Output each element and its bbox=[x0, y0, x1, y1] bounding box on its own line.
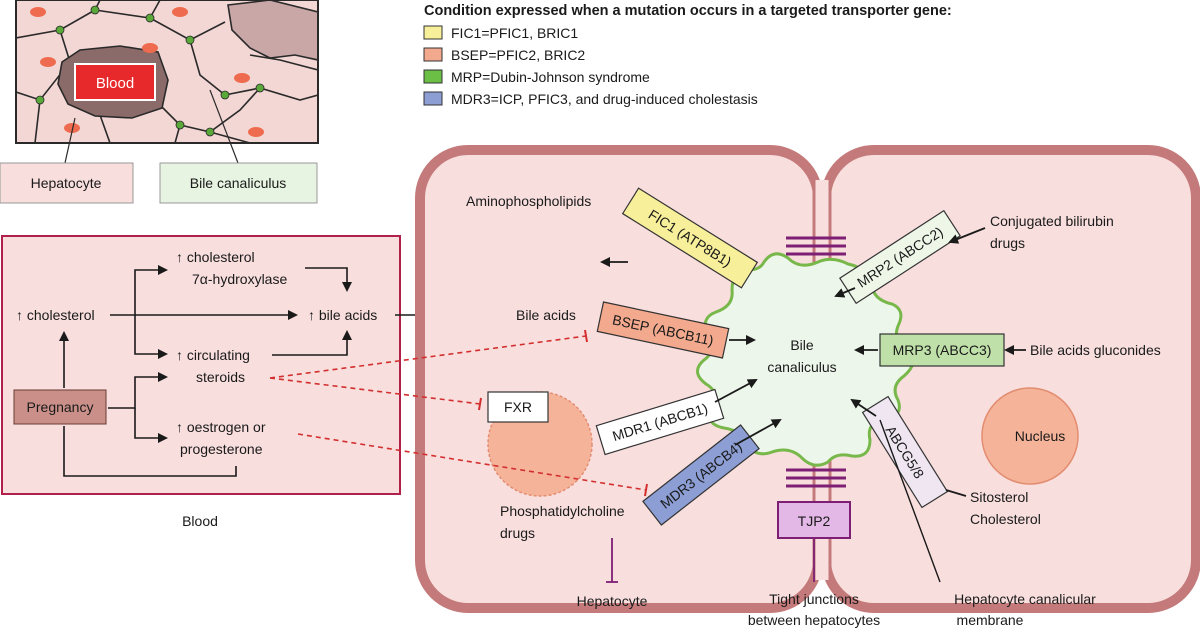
pathway-arrows bbox=[59, 265, 507, 477]
tight-junctions-label-line1: Tight junctions bbox=[769, 591, 859, 607]
legend-swatch-mdr3 bbox=[423, 91, 443, 106]
hydroxylase-node-line1: ↑ cholesterol bbox=[176, 249, 255, 265]
inhibition-lines bbox=[269, 335, 647, 491]
legend-item-mdr3: MDR3=ICP, PFIC3, and drug-induced choles… bbox=[451, 91, 758, 107]
tjp2-box bbox=[777, 501, 851, 539]
mrp3-transporter: MRP3 (ABCC3) bbox=[879, 333, 1005, 367]
phosphatidylcholine-label: Phosphatidylcholine bbox=[500, 503, 625, 519]
legend-title: Condition expressed when a mutation occu… bbox=[424, 3, 952, 19]
hepatocyte-inset-label: Hepatocyte bbox=[31, 175, 102, 191]
cholesterol-cell-label: Cholesterol bbox=[970, 511, 1041, 527]
legend-swatch-fic1 bbox=[423, 25, 443, 40]
aminophospholipids-label: Aminophospholipids bbox=[466, 193, 591, 209]
canaliculus-label-box bbox=[159, 162, 318, 204]
canalicular-membrane-label-line2: membrane bbox=[957, 612, 1024, 628]
cell-arrows bbox=[600, 227, 1026, 497]
dark-cell bbox=[227, 0, 318, 61]
fxr-label: FXR bbox=[504, 399, 532, 415]
red-cells bbox=[30, 7, 264, 137]
conjugated-label-line2: drugs bbox=[990, 235, 1025, 251]
steroids-node-line2: steroids bbox=[196, 369, 245, 385]
pregnancy-node: Pregnancy bbox=[27, 399, 94, 415]
legend-swatch-mrp bbox=[423, 69, 443, 84]
canaliculus-label-line2: canaliculus bbox=[767, 359, 836, 375]
tight-junctions-label-line2: between hepatocytes bbox=[748, 612, 880, 628]
hepatocyte-cells: Nucleus Bile canaliculus Bile acids Amin… bbox=[415, 145, 1200, 613]
tight-junction-top bbox=[786, 236, 846, 256]
cholesterol-node: ↑ cholesterol bbox=[16, 307, 95, 323]
legend-item-fic1: FIC1=PFIC1, BRIC1 bbox=[451, 25, 578, 41]
pregnancy-box bbox=[13, 389, 107, 425]
tjp2-label: TJP2 bbox=[798, 513, 831, 529]
canaliculi-dots bbox=[35, 5, 265, 137]
legend-swatch-bsep bbox=[423, 47, 443, 62]
gluconides-label: Bile acids gluconides bbox=[1030, 342, 1161, 358]
blood-panel: Blood ↑ cholesterol ↑ cholesterol 7α-hyd… bbox=[1, 235, 507, 529]
blood-caption: Blood bbox=[182, 513, 218, 529]
bottom-callouts: Hepatocyte Tight junctions between hepat… bbox=[577, 419, 1096, 628]
drugs-left-label: drugs bbox=[500, 525, 535, 541]
oestrogen-node-line1: ↑ oestrogen or bbox=[176, 419, 266, 435]
bile-canaliculus-inset-label: Bile canaliculus bbox=[190, 175, 287, 191]
inhibition-bars bbox=[478, 329, 648, 497]
canaliculus-label-line1: Bile bbox=[790, 337, 814, 353]
sitosterol-label: Sitosterol bbox=[970, 489, 1028, 505]
fxr-box bbox=[487, 391, 549, 423]
right-nucleus bbox=[981, 387, 1079, 485]
hepatocyte-label-box bbox=[0, 162, 134, 204]
blood-label-box bbox=[74, 63, 156, 101]
conjugated-label-line1: Conjugated bilirubin bbox=[990, 213, 1114, 229]
tissue-inset: Blood Hepatocyte Bile canaliculus bbox=[0, 0, 319, 204]
legend-item-mrp: MRP=Dubin-Johnson syndrome bbox=[451, 69, 650, 85]
steroids-node-line1: ↑ circulating bbox=[176, 347, 250, 363]
bile-acids-node: ↑ bile acids bbox=[308, 307, 377, 323]
nucleus-label: Nucleus bbox=[1015, 428, 1066, 444]
tight-junction-bottom bbox=[786, 468, 846, 488]
oestrogen-node-line2: progesterone bbox=[180, 441, 263, 457]
legend: Condition expressed when a mutation occu… bbox=[423, 3, 952, 107]
hydroxylase-node-line2: 7α-hydroxylase bbox=[192, 271, 287, 287]
bile-acids-label: Bile acids bbox=[516, 307, 576, 323]
mrp3-label: MRP3 (ABCC3) bbox=[893, 342, 992, 358]
legend-item-bsep: BSEP=PFIC2, BRIC2 bbox=[451, 47, 585, 63]
canalicular-membrane-label-line1: Hepatocyte canalicular bbox=[954, 591, 1096, 607]
blood-label: Blood bbox=[96, 75, 134, 92]
hepatocyte-bottom-label: Hepatocyte bbox=[577, 593, 648, 609]
